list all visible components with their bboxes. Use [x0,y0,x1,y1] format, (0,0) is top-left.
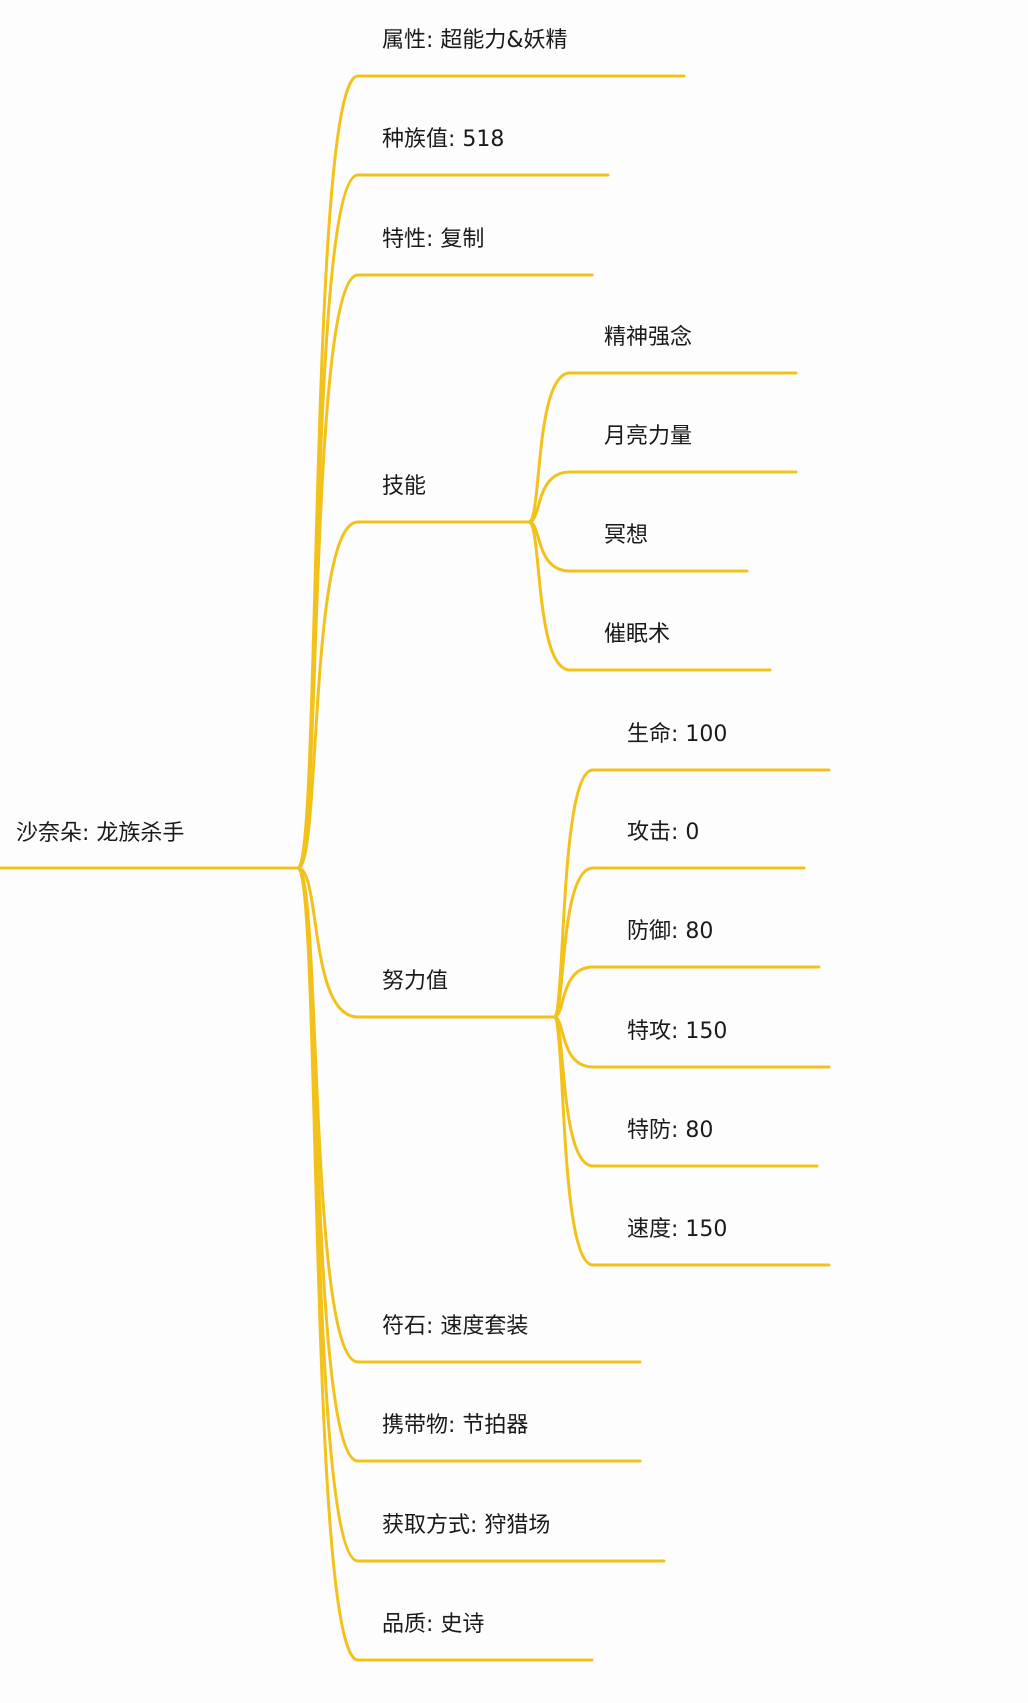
branch-node[interactable]: 种族值: 518 [382,127,505,152]
child-connector [552,768,831,1019]
branch-node[interactable]: 品质: 史诗 [382,1612,485,1637]
branch-connector [296,520,531,870]
branch-node[interactable]: 技能 [382,474,427,499]
child-connector [552,965,821,1019]
child-node[interactable]: 生命: 100 [627,722,728,747]
branch-node[interactable]: 符石: 速度套装 [382,1314,529,1339]
branch-node[interactable]: 携带物: 节拍器 [382,1413,529,1438]
child-node[interactable]: 月亮力量 [604,424,693,449]
child-node[interactable]: 攻击: 0 [627,820,700,845]
child-connector [527,520,772,672]
child-node[interactable]: 特攻: 150 [627,1019,728,1044]
child-connector [552,1015,831,1267]
child-node[interactable]: 冥想 [604,523,649,548]
branch-connector [296,866,642,1364]
branch-connector [296,866,556,1019]
child-connector [527,371,798,524]
child-node[interactable]: 精神强念 [604,325,693,350]
child-connector [552,866,806,1019]
branch-node[interactable]: 属性: 超能力&妖精 [382,28,568,53]
branch-connector [296,866,594,1662]
branch-node[interactable]: 获取方式: 狩猎场 [382,1513,551,1538]
root-node[interactable]: 沙奈朵: 龙族杀手 [16,821,185,846]
child-node[interactable]: 速度: 150 [627,1217,728,1242]
child-node[interactable]: 防御: 80 [627,919,714,944]
child-connector [527,470,798,524]
branch-node[interactable]: 特性: 复制 [382,227,485,252]
branch-connector [296,273,594,870]
branch-node[interactable]: 努力值 [382,969,449,994]
child-node[interactable]: 特防: 80 [627,1118,714,1143]
child-node[interactable]: 催眠术 [604,622,671,647]
